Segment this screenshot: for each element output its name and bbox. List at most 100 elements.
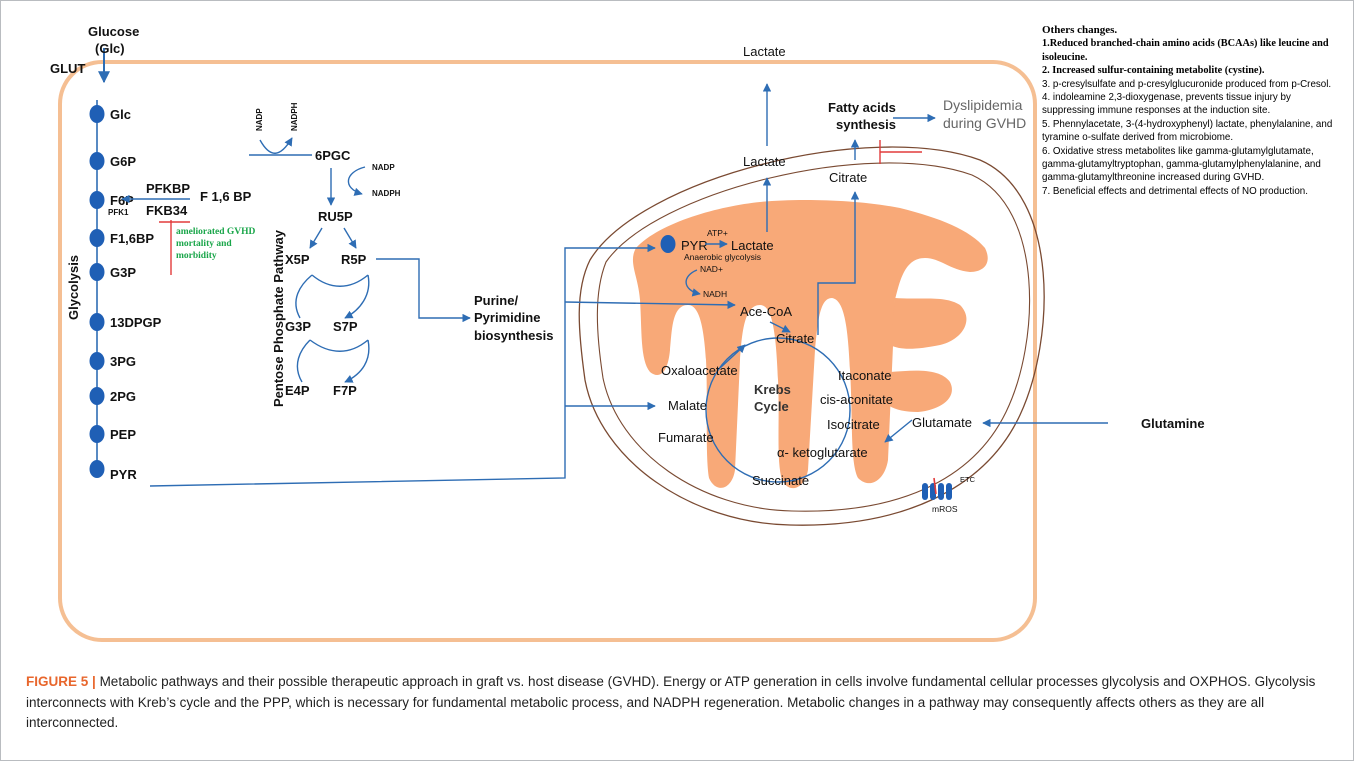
figure-label: FIGURE 5 | bbox=[26, 674, 96, 689]
2pg-label: 2PG bbox=[110, 389, 136, 404]
nadh-label: NADH bbox=[703, 289, 727, 299]
glutamate-label: Glutamate bbox=[912, 415, 972, 430]
ameliorated-line1: ameliorated GVHD bbox=[176, 227, 256, 237]
nadp-curve-2 bbox=[347, 166, 366, 196]
fkb34-label: FKB34 bbox=[146, 203, 188, 218]
purine-label-1: Purine/ bbox=[474, 293, 518, 308]
ameliorated-line3: morbidity bbox=[176, 251, 217, 261]
s7p-label: S7P bbox=[333, 319, 358, 334]
6pgc-label: 6PGC bbox=[315, 148, 351, 163]
nad-label: NAD+ bbox=[700, 264, 723, 274]
x5p-r5p-exchange bbox=[295, 274, 370, 318]
isocitrate-label: Isocitrate bbox=[827, 417, 880, 432]
krebs-cycle-ring bbox=[705, 337, 851, 483]
dyslipidemia-label-1: Dyslipidemia bbox=[943, 97, 1023, 113]
krebs-label-1: Krebs bbox=[754, 382, 791, 397]
ppp-axis-label: Pentose Phosphate Pathway bbox=[271, 229, 286, 407]
citrate-export-arrow bbox=[817, 191, 860, 335]
glycolysis-nodes bbox=[89, 105, 676, 478]
fatty-acids-label-1: Fatty acids bbox=[828, 100, 896, 115]
mitochondrion-inner-membrane bbox=[596, 162, 1031, 512]
glut-label: GLUT bbox=[50, 61, 85, 76]
glucose-label: Glucose bbox=[88, 24, 139, 39]
nadp-curve-1 bbox=[259, 137, 293, 154]
purine-label-3: biosynthesis bbox=[474, 328, 553, 343]
lactate-top-label: Lactate bbox=[743, 44, 786, 59]
other-changes-notes: Others changes. 1.Reduced branched-chain… bbox=[1042, 24, 1342, 198]
nadp-label-1: NADP bbox=[255, 108, 264, 131]
r5p-label: R5P bbox=[341, 252, 367, 267]
note-item-2: 2. Increased sulfur-containing metabolit… bbox=[1042, 65, 1265, 77]
f6p-label: F6P bbox=[110, 193, 134, 208]
cis-aconitate-label: cis-aconitate bbox=[820, 392, 893, 407]
pfkbp-label: PFKBP bbox=[146, 181, 190, 196]
figure-caption-text: Metabolic pathways and their possible th… bbox=[26, 674, 1316, 730]
mito-pyr-node bbox=[660, 235, 676, 253]
dyslipidemia-label-2: during GVHD bbox=[943, 115, 1026, 131]
atp-label: ATP+ bbox=[707, 228, 728, 238]
pep-label: PEP bbox=[110, 427, 136, 442]
note-item-3: 3. p-cresylsulfate and p-cresylglucuroni… bbox=[1042, 78, 1332, 90]
acecoa-label: Ace-CoA bbox=[740, 304, 792, 319]
itaconate-label: Itaconate bbox=[838, 368, 892, 383]
g3p-ppp-label: G3P bbox=[285, 319, 311, 334]
r5p-to-purine-arrow bbox=[376, 258, 471, 323]
note-item-7: 7. Beneficial effects and detrimental ef… bbox=[1042, 185, 1308, 197]
succinate-label: Succinate bbox=[752, 473, 809, 488]
e4p-label: E4P bbox=[285, 383, 310, 398]
cell-membrane bbox=[58, 60, 1037, 642]
nadph-label-1: NADPH bbox=[290, 102, 299, 131]
3pg-node bbox=[89, 352, 105, 370]
krebs-label-2: Cycle bbox=[754, 399, 789, 414]
ru5p-to-x5p-arrow bbox=[309, 227, 323, 249]
mito-pyr-label: PYR bbox=[681, 238, 708, 253]
nadph-label-2: NADPH bbox=[372, 189, 401, 198]
glutamine-label: Glutamine bbox=[1141, 416, 1205, 431]
mito-citrate-label: Citrate bbox=[776, 331, 814, 346]
notes-title: Others changes. bbox=[1042, 24, 1118, 36]
x5p-label: X5P bbox=[285, 252, 310, 267]
pyr-to-mito-line bbox=[149, 243, 656, 487]
glc-node bbox=[89, 105, 105, 123]
etc-label: ETC bbox=[960, 475, 976, 484]
to-acecoa-arrow bbox=[564, 300, 736, 310]
f16bp-label: F1,6BP bbox=[110, 231, 154, 246]
glucose-abbrev-label: (Glc) bbox=[95, 41, 125, 56]
mitochondrion-outer-membrane bbox=[578, 146, 1045, 526]
g6p-node bbox=[89, 152, 105, 170]
etc-red-mark bbox=[933, 477, 937, 495]
nad-curve bbox=[685, 269, 701, 297]
glycolysis-axis-label: Glycolysis bbox=[66, 255, 81, 320]
pfk1-label: PFK1 bbox=[108, 208, 129, 217]
fumarate-label: Fumarate bbox=[658, 430, 714, 445]
x5p-r5p-cross bbox=[311, 274, 369, 287]
f7p-label: F7P bbox=[333, 383, 357, 398]
pep-node bbox=[89, 425, 105, 443]
oxaloacetate-to-citrate-arrow bbox=[719, 344, 746, 369]
ketoglutarate-label: α- ketoglutarate bbox=[777, 445, 868, 460]
note-item-6: 6. Oxidative stress metabolites like gam… bbox=[1042, 145, 1321, 184]
g3p-label: G3P bbox=[110, 265, 136, 280]
ameliorated-line2: mortality and bbox=[176, 239, 232, 249]
fatty-acids-label-2: synthesis bbox=[836, 117, 896, 132]
glc-label: Glc bbox=[110, 107, 131, 122]
glutamate-to-ketoglutarate-arrow bbox=[884, 419, 913, 443]
mitochondrial-cristae bbox=[632, 200, 988, 489]
3pg-label: 3PG bbox=[110, 354, 136, 369]
pyr-label: PYR bbox=[110, 467, 137, 482]
g3p-node bbox=[89, 263, 105, 281]
f6p-node bbox=[89, 191, 105, 209]
pyr-node bbox=[89, 460, 105, 478]
g3p-s7p-exchange bbox=[296, 339, 370, 382]
f16bp-node bbox=[89, 229, 105, 247]
13dpgp-node bbox=[89, 313, 105, 331]
mros-label: mROS bbox=[932, 504, 958, 514]
figure-caption: FIGURE 5 | Metabolic pathways and their … bbox=[26, 672, 1326, 734]
2pg-node bbox=[89, 387, 105, 405]
lactate-mid-label: Lactate bbox=[743, 154, 786, 169]
note-item-4: 4. indoleamine 2,3-dioxygenase, prevents… bbox=[1042, 92, 1291, 117]
nadp-label-2: NADP bbox=[372, 163, 395, 172]
f16bp-side-label: F 1,6 BP bbox=[200, 189, 252, 204]
